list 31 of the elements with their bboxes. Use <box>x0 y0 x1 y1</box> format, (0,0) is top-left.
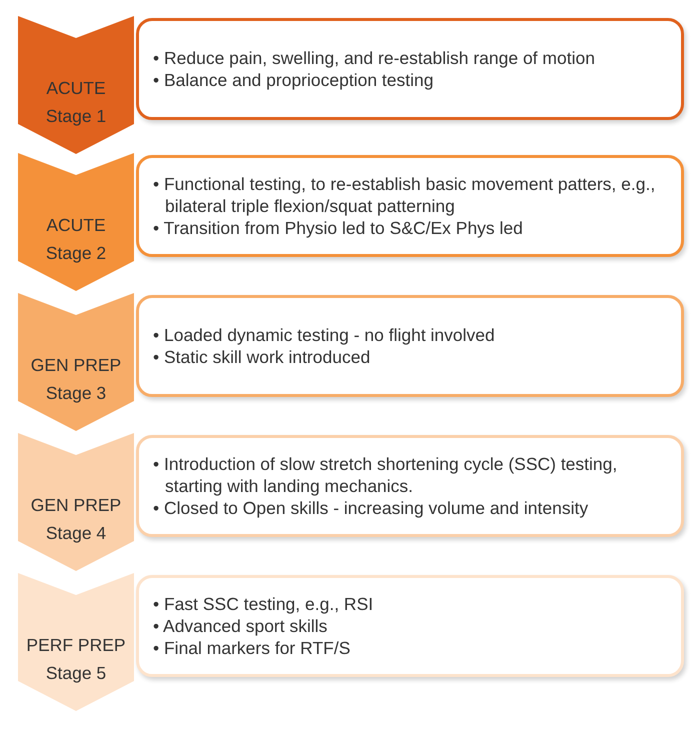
stage-label: Stage 2 <box>44 243 108 264</box>
stage-label: Stage 4 <box>44 523 108 544</box>
bullet-text: • Static skill work introduced <box>153 346 372 368</box>
stage-box <box>136 155 684 257</box>
bullet-text: • Balance and proprioception testing <box>153 69 434 91</box>
bullet-text: • Transition from Physio led to S&C/Ex Phys led <box>153 217 524 239</box>
phase-label: GEN PREP <box>30 495 122 516</box>
bullet-text: • Final markers for RTF/S <box>153 637 352 659</box>
bullet-text: • Closed to Open skills - increasing volume and intensity <box>153 497 590 519</box>
stage-banner <box>18 16 134 154</box>
stage-banner <box>18 573 134 711</box>
stage-banner <box>18 153 134 291</box>
stage-label: Stage 1 <box>44 106 108 127</box>
phase-label: ACUTE <box>45 215 107 236</box>
stage-label: Stage 5 <box>44 663 108 684</box>
stage-box <box>136 295 684 397</box>
stage-box <box>136 18 684 120</box>
bullet-text: • Fast SSC testing, e.g., RSI <box>153 593 374 615</box>
bullet-text: • Reduce pain, swelling, and re-establish range of motion <box>153 47 595 69</box>
bullet-text: • Loaded dynamic testing - no flight involved <box>153 324 495 346</box>
bullet-text: • Functional testing, to re-establish basic movement patters, e.g., bilateral triple flexion/squat patterning <box>153 173 656 217</box>
stage-box <box>136 575 684 677</box>
stage-label: Stage 3 <box>44 383 108 404</box>
phase-label: ACUTE <box>45 78 107 99</box>
stage-banner <box>18 293 134 431</box>
stage-banner <box>18 433 134 571</box>
phase-label: PERF PREP <box>25 635 127 656</box>
stage-box <box>136 435 684 537</box>
bullet-text: • Introduction of slow stretch shortening cycle (SSC) testing, starting with landing mechanics. <box>153 453 618 497</box>
phase-label: GEN PREP <box>30 355 122 376</box>
bullet-text: • Advanced sport skills <box>153 615 328 637</box>
